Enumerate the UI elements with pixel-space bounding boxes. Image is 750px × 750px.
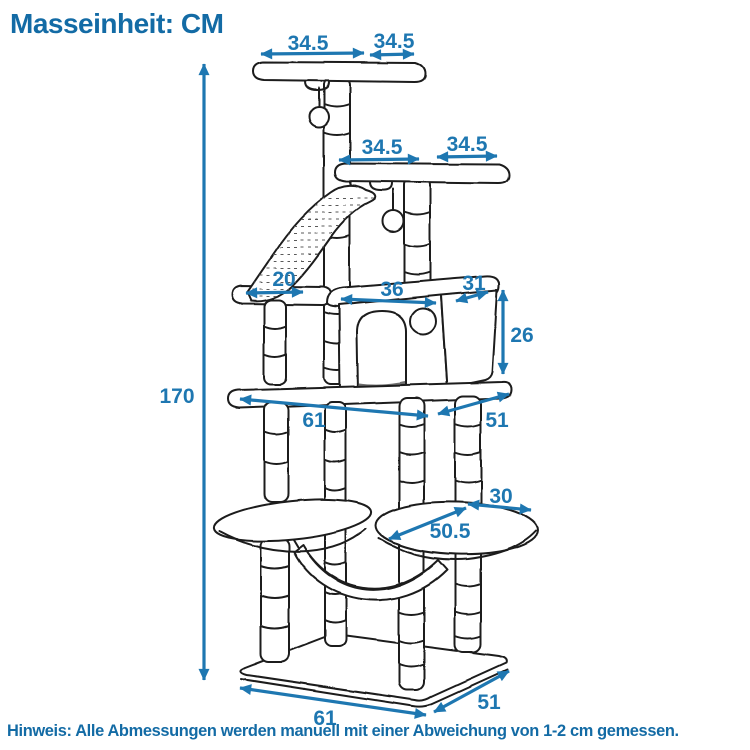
left-upper-post bbox=[263, 299, 287, 385]
dim-label-condo-height: 26 bbox=[510, 324, 533, 347]
dim-label-low-platform-depth: 30 bbox=[489, 485, 512, 508]
dim-arrow-top-perch-right bbox=[369, 48, 415, 61]
dim-label-mid-platform-length: 61 bbox=[302, 409, 326, 432]
dimension-annotations: 170 34.5 34.5 34.5 34.5 20 36 31 26 61 5… bbox=[159, 30, 533, 730]
condo-peephole bbox=[409, 307, 437, 335]
dim-arrow-low-platform-length bbox=[388, 506, 467, 541]
dim-label-mid-platform-depth: 51 bbox=[485, 409, 509, 432]
dim-label-wave-width: 20 bbox=[272, 268, 295, 291]
condo-side-face bbox=[440, 289, 498, 389]
dim-label-base-depth: 51 bbox=[477, 691, 501, 714]
dim-label-top-perch-left: 34.5 bbox=[288, 32, 329, 55]
dim-label-condo-front: 36 bbox=[380, 278, 403, 301]
dim-label-total-height: 170 bbox=[159, 385, 194, 408]
condo-door-arch bbox=[356, 310, 407, 394]
dim-arrow-condo-side bbox=[455, 289, 489, 304]
lower-left-leg bbox=[260, 537, 290, 663]
page-title: Masseinheit: CM bbox=[10, 8, 224, 39]
dim-arrow-upper-perch-right bbox=[436, 150, 498, 163]
dim-arrow-wave-width bbox=[245, 286, 304, 299]
dim-label-upper-perch-right: 34.5 bbox=[447, 133, 488, 156]
dim-arrow-mid-platform-length bbox=[239, 394, 429, 421]
dim-arrow-base-depth bbox=[433, 669, 510, 714]
mid-left-post bbox=[263, 401, 289, 503]
dim-label-base-length: 61 bbox=[313, 707, 337, 730]
measurement-disclaimer: Hinweis: Alle Abmessungen werden manuell… bbox=[7, 722, 679, 740]
dim-label-condo-side: 31 bbox=[462, 272, 486, 295]
dim-arrow-low-platform-depth bbox=[467, 499, 532, 515]
dim-label-low-platform-length: 50.5 bbox=[430, 520, 471, 543]
top-perch-board bbox=[252, 61, 426, 91]
upper-right-post bbox=[403, 177, 431, 293]
hanging-ball-toy-middle bbox=[381, 188, 405, 233]
hanging-ball-toy-top bbox=[308, 87, 330, 128]
dim-label-upper-perch-left: 34.5 bbox=[362, 136, 403, 159]
wave-scratcher-ramp bbox=[246, 184, 377, 303]
dim-arrow-mid-platform-depth bbox=[437, 391, 510, 417]
dim-arrow-top-perch-left bbox=[260, 47, 365, 60]
dim-arrow-base-length bbox=[239, 684, 427, 719]
lower-left-platform bbox=[213, 498, 373, 553]
dim-arrow-upper-perch-left bbox=[338, 153, 420, 166]
upper-perch-board bbox=[334, 162, 510, 192]
dim-arrow-condo-front bbox=[340, 293, 437, 309]
dim-label-top-perch-right: 34.5 bbox=[374, 30, 415, 53]
